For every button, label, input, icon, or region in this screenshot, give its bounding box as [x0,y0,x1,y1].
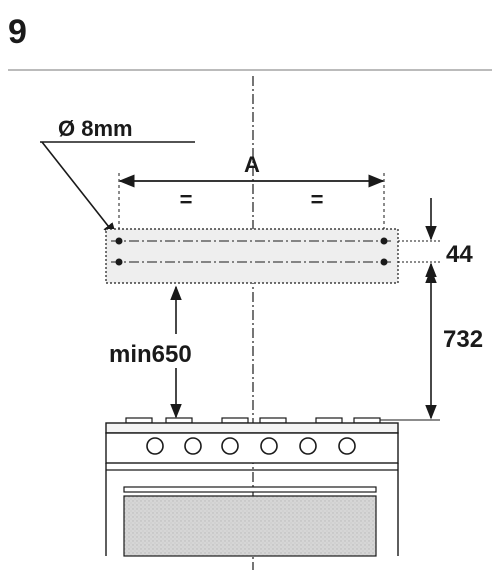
grate-tab [259,417,287,424]
hood-outline-panel [105,228,399,284]
knob [260,437,278,455]
step-number: 9 [8,13,27,51]
grate-tab [165,417,193,424]
hole-spacing-label: 44 [446,241,473,268]
hole-diameter-label: Ø 8mm [58,116,133,141]
equal-left-label: = [180,187,193,212]
grate-tab [125,417,153,424]
hole-bottom-right [380,258,388,266]
equal-right-label: = [311,187,324,212]
knob [299,437,317,455]
knob [184,437,202,455]
height-to-holes-label: 732 [443,326,483,353]
cooktop [105,422,399,434]
diameter-leader-arrow [41,141,117,238]
knob [338,437,356,455]
knob [221,437,239,455]
oven-door-handle [123,486,377,493]
grate-tab [221,417,249,424]
hole-top-left [115,237,123,245]
hole-bottom-left [115,258,123,266]
min-clearance-label: min650 [109,341,192,368]
grate-tab [353,417,381,424]
width-label: A [244,152,260,177]
cooker [105,417,399,557]
hole-top-right [380,237,388,245]
knob [146,437,164,455]
oven-window [123,495,377,557]
grate-tab [315,417,343,424]
